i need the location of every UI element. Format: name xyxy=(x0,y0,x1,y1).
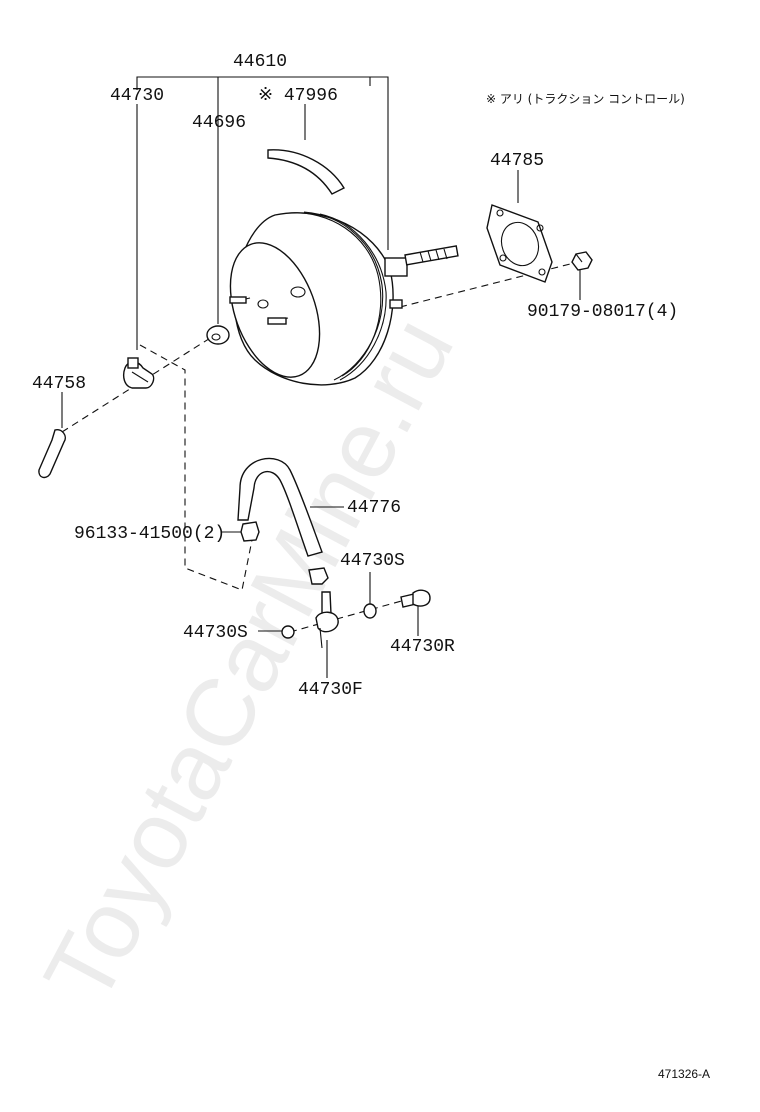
label-96133: 96133-41500(2) xyxy=(74,524,225,544)
bracket-44758 xyxy=(38,429,66,479)
pad-47996 xyxy=(267,149,345,195)
check-valve-44730 xyxy=(123,357,155,389)
leader-lines xyxy=(61,76,581,678)
label-44730f: 44730F xyxy=(298,680,363,700)
nut-90179 xyxy=(571,251,593,271)
clip xyxy=(308,567,329,585)
label-44730s-right: 44730S xyxy=(340,551,405,571)
traction-control-note: ※ アリ (トラクション コントロール) xyxy=(486,92,685,106)
brake-booster xyxy=(229,211,459,386)
fitting-44730f xyxy=(315,591,339,649)
label-44758: 44758 xyxy=(32,374,86,394)
label-47996: ※ 47996 xyxy=(258,86,338,106)
washer-44730s-right xyxy=(363,603,377,619)
watermark: ToyotaCarMine.ru xyxy=(24,301,474,1020)
label-44610: 44610 xyxy=(233,52,287,72)
hose-44776 xyxy=(237,457,323,557)
label-90179: 90179-08017(4) xyxy=(527,302,678,322)
label-44696: 44696 xyxy=(192,113,246,133)
label-44730s-left: 44730S xyxy=(183,623,248,643)
callout-labels: 44610 44730 ※ 47996 44696 44785 90179-08… xyxy=(32,52,710,1081)
label-44730: 44730 xyxy=(110,86,164,106)
grommet-44696 xyxy=(206,325,230,345)
gasket-44785 xyxy=(486,204,553,283)
label-44785: 44785 xyxy=(490,151,544,171)
washer-44730s-left xyxy=(281,625,295,639)
label-44776: 44776 xyxy=(347,498,401,518)
clamp-96133 xyxy=(240,521,260,542)
figure-code: 471326-A xyxy=(658,1067,710,1081)
label-44730r: 44730R xyxy=(390,637,455,657)
bolt-44730r xyxy=(400,589,431,608)
